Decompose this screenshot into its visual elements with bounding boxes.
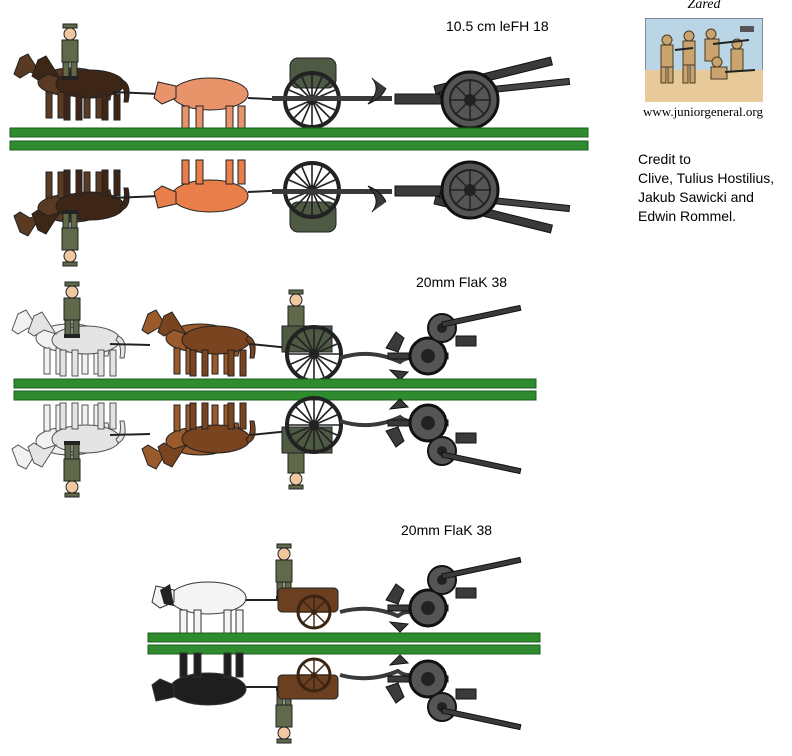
- base-strip: [9, 140, 589, 151]
- flak38-team-a-mirror: [11, 396, 523, 498]
- badge-url: www.juniorgeneral.org: [643, 104, 763, 119]
- title-flak38-a: 20mm FlaK 38: [416, 274, 508, 290]
- flak38-team-b: [151, 543, 523, 635]
- base-strip: [9, 127, 589, 138]
- credit-block: Credit to Clive, Tulius Hostilius, Jakub…: [638, 150, 774, 226]
- base-strip: [13, 390, 537, 401]
- credit-line: Jakub Sawicki and: [638, 189, 754, 205]
- junior-general-logo: [645, 18, 763, 102]
- base-strip: [147, 632, 541, 643]
- lefh18-team: [13, 23, 572, 131]
- credit-line: Clive, Tulius Hostilius,: [638, 170, 775, 186]
- lefh18-team-mirror: [13, 159, 572, 267]
- flak38-team-a: [11, 281, 523, 383]
- credit-line: Credit to: [638, 151, 691, 167]
- title-lefh18: 10.5 cm leFH 18: [446, 18, 549, 34]
- title-flak38-b: 20mm FlaK 38: [401, 522, 493, 538]
- base-strip: [13, 378, 537, 389]
- badge-author: Zared: [687, 0, 721, 12]
- credit-line: Edwin Rommel.: [638, 208, 737, 224]
- base-strip: [147, 644, 541, 655]
- flak38-team-b-mirror: [151, 652, 523, 744]
